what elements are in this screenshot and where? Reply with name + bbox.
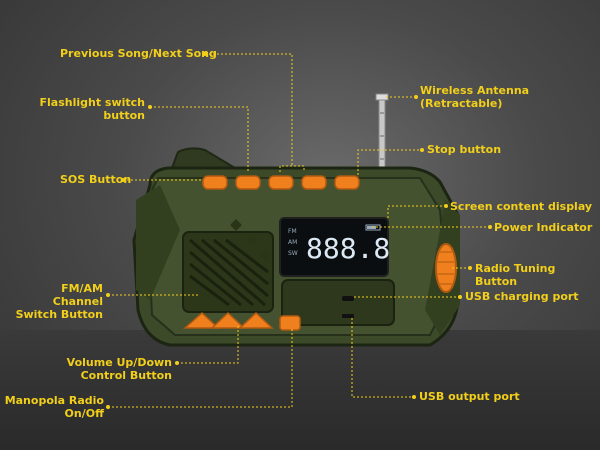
label-volume-line1: Volume Up/Down	[66, 356, 172, 369]
flashlight-button-icon	[235, 175, 261, 190]
label-manopola-line1: Manopola Radio	[4, 394, 104, 407]
handle	[170, 147, 239, 169]
label-screen-display: Screen content display	[450, 200, 593, 213]
fm-am-button-icon	[183, 311, 220, 329]
lcd-digits: 888.8	[306, 232, 390, 265]
label-antenna-line2: (Retractable)	[420, 97, 503, 110]
next-button-icon	[301, 175, 327, 190]
label-usb-output: USB output port	[419, 390, 520, 403]
power-button-icon	[279, 315, 301, 331]
label-flashlight-line2: button	[103, 109, 145, 122]
label-volume-control: Volume Up/Down Control Button	[50, 356, 172, 382]
label-stop-button: Stop button	[427, 143, 502, 156]
stop-button-icon	[334, 175, 360, 190]
label-usb-charging: USB charging port	[465, 290, 579, 303]
label-sos-button: SOS Button	[60, 173, 132, 186]
label-antenna-line1: Wireless Antenna	[420, 84, 530, 97]
band-fm: FM	[288, 228, 297, 235]
floor	[0, 330, 600, 450]
label-previous-next-song: Previous Song/Next Song	[60, 47, 217, 60]
band-am: AM	[288, 239, 297, 246]
usb-charging-port	[342, 296, 354, 301]
volume-up-button-icon	[238, 311, 274, 329]
label-fmam-line2: Switch Button	[15, 308, 103, 321]
previous-button-icon	[268, 175, 294, 190]
volume-down-button-icon	[210, 311, 246, 329]
label-power-indicator: Power Indicator	[494, 221, 593, 234]
label-fm-am-switch: FM/AM Channel Switch Button	[8, 282, 103, 321]
label-manopola-radio: Manopola Radio On/Off	[4, 394, 104, 420]
band-sw: SW	[288, 250, 298, 257]
label-flashlight-line1: Flashlight switch	[39, 96, 145, 109]
label-volume-line2: Control Button	[80, 369, 172, 382]
sos-button-icon	[202, 175, 228, 190]
label-flashlight-switch: Flashlight switch button	[30, 96, 145, 122]
label-radio-tuning: Radio Tuning Button	[475, 262, 556, 288]
label-wireless-antenna: Wireless Antenna (Retractable)	[420, 84, 529, 110]
leader-lines	[108, 53, 490, 408]
label-fmam-line1: FM/AM Channel	[52, 282, 103, 308]
usb-output-port	[342, 314, 354, 318]
label-manopola-line2: On/Off	[64, 407, 104, 420]
lcd-screen: FM AM SW 888.8	[279, 217, 390, 277]
